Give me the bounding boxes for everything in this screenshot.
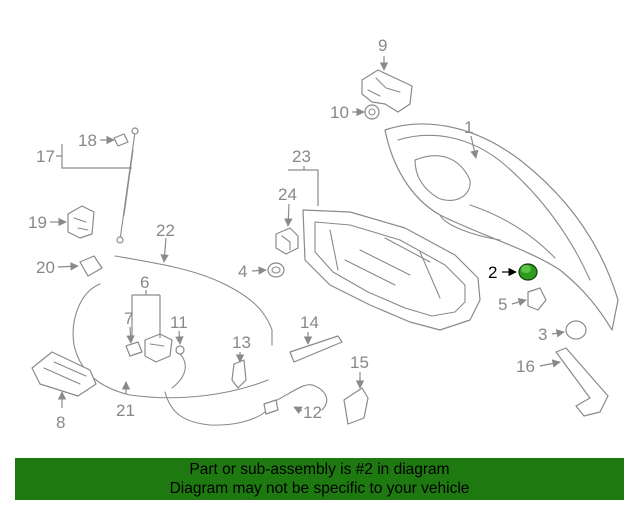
latch-part-6[interactable] (144, 333, 173, 363)
hinge-bracket-part-9[interactable] (361, 69, 413, 113)
callout-16: 16 (516, 357, 535, 376)
grommet-part-4[interactable] (267, 262, 285, 278)
callout-21: 21 (116, 401, 135, 420)
callout-19: 19 (28, 213, 47, 232)
hood-strut-part-17[interactable] (116, 127, 139, 244)
release-handle-part-13[interactable] (231, 359, 247, 389)
callout-23: 23 (292, 147, 311, 166)
leader-lines (50, 56, 565, 415)
callout-4: 4 (238, 262, 247, 281)
lower-bracket-part-8[interactable] (31, 351, 97, 397)
prop-rod-part-16[interactable] (555, 347, 609, 417)
callout-7: 7 (124, 309, 133, 328)
callout-12: 12 (303, 403, 322, 422)
hood-panel[interactable] (384, 123, 619, 331)
callout-10: 10 (330, 103, 349, 122)
callout-labels: 1 2 3 4 5 6 7 8 9 10 11 12 13 14 15 16 1… (28, 36, 547, 432)
bumper-part-5[interactable] (527, 287, 547, 311)
cover-part-15[interactable] (343, 387, 369, 425)
plug-part-3[interactable] (565, 320, 587, 340)
callout-18: 18 (78, 131, 97, 150)
callout-6: 6 (140, 273, 149, 292)
ball-stud-part-18[interactable] (113, 133, 129, 147)
cable-part-12[interactable] (263, 384, 328, 415)
callout-11: 11 (170, 313, 188, 332)
banner-line-disclaimer: Diagram may not be specific to your vehi… (169, 480, 470, 497)
cable-end-part-11[interactable] (171, 345, 186, 389)
release-cable-part-22[interactable] (114, 255, 273, 346)
callout-9: 9 (378, 36, 387, 55)
pad-part-20[interactable] (79, 255, 103, 277)
support-rod-part-14[interactable] (289, 335, 343, 363)
callout-8: 8 (56, 413, 65, 432)
callout-14: 14 (300, 313, 319, 332)
hood-insulator[interactable] (302, 209, 481, 331)
banner-line-part: Part or sub-assembly is #2 in diagram (189, 461, 450, 478)
clip-part-24[interactable] (275, 227, 299, 255)
callout-20: 20 (36, 258, 55, 277)
release-cable-part-21[interactable] (72, 283, 269, 426)
callout-22: 22 (156, 221, 175, 240)
bumper-part-2[interactable] (518, 263, 538, 281)
callout-17: 17 (36, 147, 55, 166)
part-info-banner: Part or sub-assembly is #2 in diagram Di… (15, 458, 624, 500)
bumper-part-10[interactable] (364, 104, 380, 120)
callout-3: 3 (538, 325, 547, 344)
callout-13: 13 (232, 333, 251, 352)
callout-5: 5 (498, 295, 507, 314)
callout-1: 1 (464, 118, 473, 137)
latch-part-7[interactable] (125, 341, 143, 357)
parts-diagram: 1 2 3 4 5 6 7 8 9 10 11 12 13 14 15 16 1… (28, 36, 619, 432)
callout-2: 2 (488, 263, 497, 282)
callout-15: 15 (350, 353, 369, 372)
bracket-part-19[interactable] (67, 205, 95, 239)
callout-24: 24 (278, 185, 297, 204)
